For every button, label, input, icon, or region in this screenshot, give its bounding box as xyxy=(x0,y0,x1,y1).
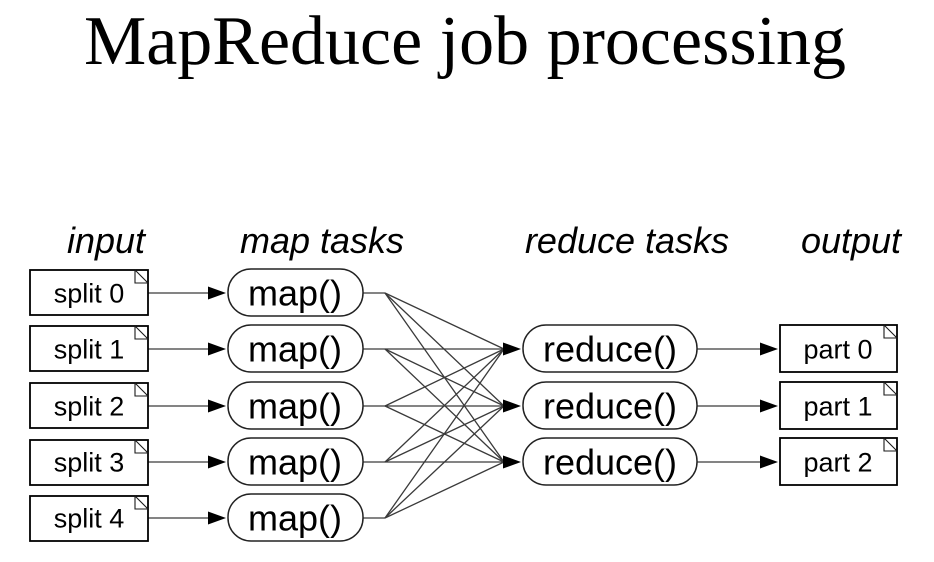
reduce-task-2: reduce() xyxy=(522,437,698,486)
folded-corner-icon xyxy=(134,382,149,397)
arrowhead-icon xyxy=(760,342,778,356)
arrowhead-icon xyxy=(760,455,778,469)
folded-corner-icon xyxy=(134,269,149,284)
folded-corner-icon xyxy=(883,437,898,452)
input-split-0: split 0 xyxy=(29,269,149,316)
folded-corner-icon xyxy=(883,324,898,339)
arrowhead-icon xyxy=(208,511,226,525)
arrowhead-icon xyxy=(503,455,521,469)
column-header-map-tasks: map tasks xyxy=(240,220,404,261)
map-label: map() xyxy=(248,442,342,483)
input-split-2: split 2 xyxy=(29,382,149,429)
arrowhead-icon xyxy=(208,455,226,469)
split-label: split 1 xyxy=(54,334,125,364)
split-label: split 2 xyxy=(54,391,125,421)
reduce-to-output-arrows xyxy=(697,342,778,469)
part-label: part 2 xyxy=(803,447,872,477)
reduce-task-1: reduce() xyxy=(522,381,698,430)
input-to-map-arrows xyxy=(148,286,226,525)
map-task-0: map() xyxy=(227,268,364,317)
folded-corner-icon xyxy=(883,381,898,396)
folded-corner-icon xyxy=(134,325,149,340)
diagram-title: MapReduce job processing xyxy=(84,3,846,80)
arrowhead-icon xyxy=(760,399,778,413)
reduce-label: reduce() xyxy=(543,329,677,370)
column-header-reduce-tasks: reduce tasks xyxy=(525,220,729,261)
part-label: part 1 xyxy=(803,391,872,421)
output-part-0: part 0 xyxy=(779,324,898,373)
part-label: part 0 xyxy=(803,334,872,364)
map-task-3: map() xyxy=(227,437,364,486)
column-header-input: input xyxy=(67,220,147,261)
split-label: split 4 xyxy=(54,503,125,533)
input-split-4: split 4 xyxy=(29,495,149,542)
arrowhead-icon xyxy=(503,342,521,356)
column-header-output: output xyxy=(801,220,903,261)
reduce-label: reduce() xyxy=(543,386,677,427)
map-task-1: map() xyxy=(227,324,364,373)
reduce-label: reduce() xyxy=(543,442,677,483)
output-part-1: part 1 xyxy=(779,381,898,430)
arrowhead-icon xyxy=(208,286,226,300)
map-task-4: map() xyxy=(227,493,364,542)
map-task-2: map() xyxy=(227,381,364,430)
folded-corner-icon xyxy=(134,495,149,510)
map-label: map() xyxy=(248,498,342,539)
output-part-2: part 2 xyxy=(779,437,898,486)
map-to-reduce-lines xyxy=(363,292,521,519)
arrowhead-icon xyxy=(503,399,521,413)
split-label: split 3 xyxy=(54,447,125,477)
input-split-3: split 3 xyxy=(29,439,149,486)
arrowhead-icon xyxy=(208,342,226,356)
input-split-1: split 1 xyxy=(29,325,149,372)
folded-corner-icon xyxy=(134,439,149,454)
split-label: split 0 xyxy=(54,278,125,308)
map-label: map() xyxy=(248,273,342,314)
arrowhead-icon xyxy=(208,399,226,413)
reduce-task-0: reduce() xyxy=(522,324,698,373)
map-label: map() xyxy=(248,386,342,427)
map-label: map() xyxy=(248,329,342,370)
